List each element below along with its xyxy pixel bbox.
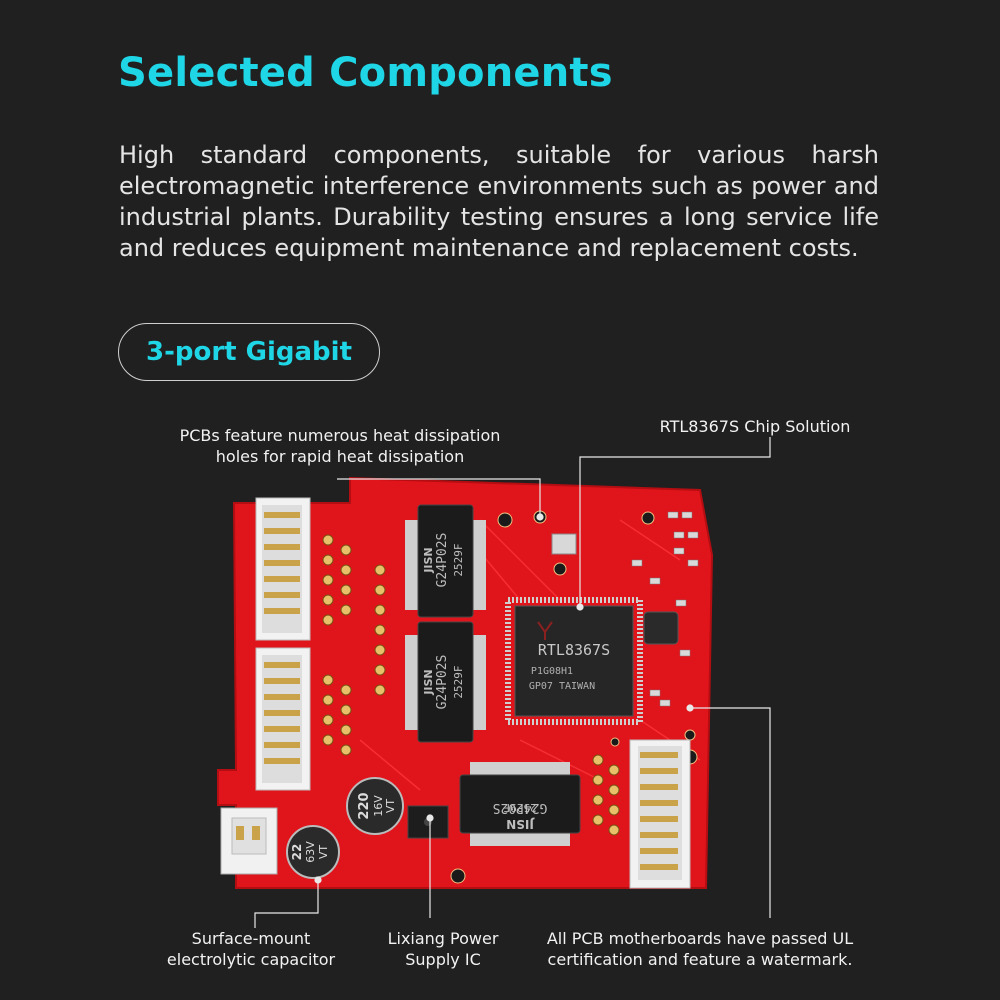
left-connector-top [255, 497, 311, 641]
cap-small-value-label: 22 [290, 844, 304, 861]
chip-origin-label: GP07 TAIWAN [529, 681, 595, 692]
tr2-code-label: 2529F [452, 665, 465, 698]
electrolytic-capacitor-22: 22 63V VT [286, 825, 340, 879]
smd-resistors [631, 511, 699, 707]
heat-callout-line1: PCBs feature numerous heat dissipation [179, 426, 501, 445]
chip-name-label: RTL8367S [538, 641, 610, 659]
power-ic-callout: Lixiang Power Supply IC [370, 928, 516, 970]
tr1-model-label: G24P02S [435, 533, 450, 588]
capacitor-callout-line2: electrolytic capacitor [166, 950, 336, 969]
rtl8367s-chip: RTL8367S P1G08H1 GP07 TAIWAN [505, 597, 643, 725]
ul-callout-line2: certification and feature a watermark. [547, 950, 853, 969]
chip-callout-line [579, 437, 771, 607]
crystal-oscillator [551, 533, 577, 555]
transformer-tr2: G24P02S JISN 2529F [405, 621, 486, 743]
cap-large-voltage-label: 16V [372, 795, 385, 817]
power-ic-callout-line1: Lixiang Power [387, 929, 499, 948]
tr2-model-label: G24P02S [435, 655, 450, 710]
tr3-code-label: 2529F [503, 801, 536, 814]
heat-callout-line2: holes for rapid heat dissipation [215, 447, 465, 466]
port-badge: 3-port Gigabit [118, 323, 380, 381]
tr2-brand-label: JISN [422, 669, 435, 695]
description-text: High standard components, suitable for v… [119, 141, 879, 262]
left-connector-bottom [255, 647, 311, 791]
transformer-tr1: G24P02S JISN 2529F [405, 504, 486, 618]
tr3-model-label: G24P02S [493, 800, 548, 815]
page-title: Selected Components [118, 50, 613, 96]
power-ic-callout-line2: Supply IC [405, 950, 481, 969]
cap-small-voltage-label: 63V [304, 841, 317, 863]
chip-callout-text: RTL8367S Chip Solution [659, 417, 851, 436]
ul-callout: All PCB motherboards have passed UL cert… [540, 928, 860, 970]
right-connector [629, 739, 691, 889]
chip-callout: RTL8367S Chip Solution [650, 416, 860, 437]
ul-callout-line [690, 707, 771, 918]
tr3-brand-label: JISN [506, 817, 535, 831]
power-supply-ic [407, 805, 449, 839]
capacitor-callout-line [254, 880, 319, 928]
ul-callout-line1: All PCB motherboards have passed UL [546, 929, 854, 948]
heat-callout-line [337, 478, 541, 517]
transformer-tr3: 2529F G24P02S JISN [459, 762, 581, 846]
electrolytic-capacitor-220: 220 16V VT [346, 777, 404, 835]
inductor [643, 611, 679, 645]
tr1-brand-label: JISN [422, 547, 435, 573]
heat-callout: PCBs feature numerous heat dissipation h… [170, 425, 510, 467]
tr1-code-label: 2529F [452, 543, 465, 576]
capacitor-callout-line1: Surface-mount [191, 929, 311, 948]
capacitor-callout: Surface-mount electrolytic capacitor [156, 928, 346, 970]
cap-large-value-label: 220 [357, 792, 372, 819]
power-connector [220, 807, 278, 875]
cap-large-series-label: VT [384, 799, 397, 814]
realtek-logo-icon [537, 621, 553, 640]
chip-batch-label: P1G08H1 [531, 666, 573, 677]
cap-small-series-label: VT [317, 845, 330, 860]
